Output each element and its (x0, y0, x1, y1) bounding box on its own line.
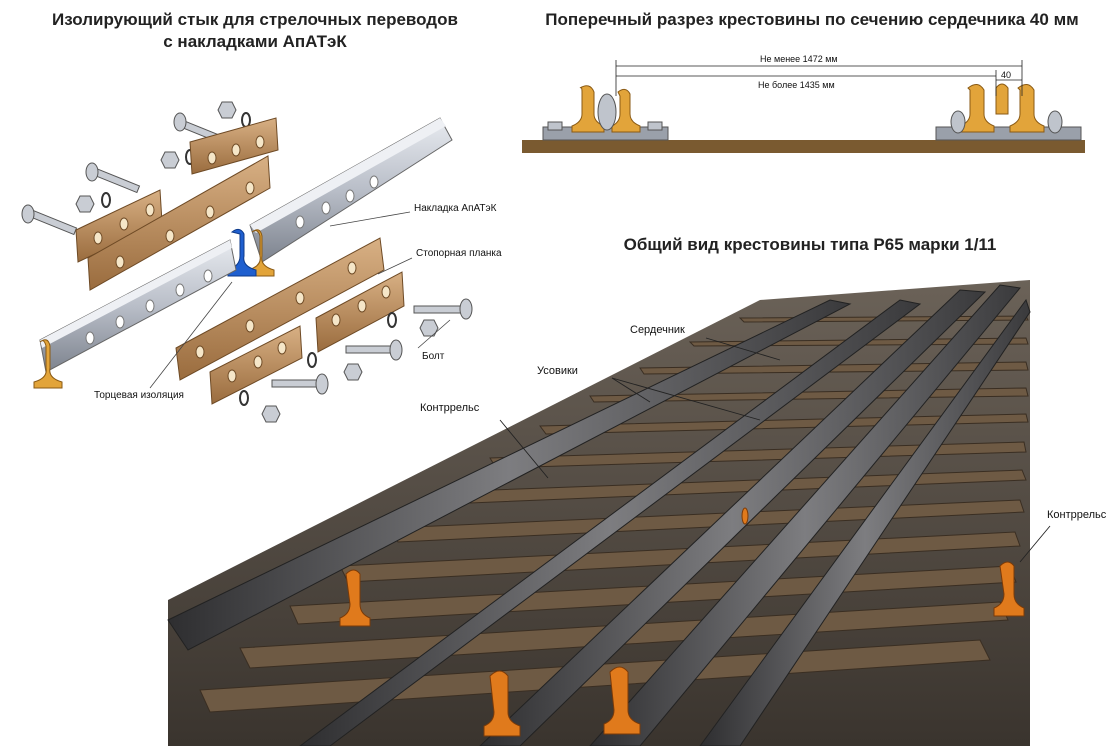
label-bolt: Болт (422, 351, 445, 362)
washers-right (239, 312, 397, 406)
joint-title-line2: с накладками АпАТэК (163, 32, 347, 51)
end-insulation (227, 228, 257, 277)
rail-cuts (339, 507, 1025, 737)
pads-front (175, 237, 405, 405)
label-core: Сердечник (630, 324, 685, 336)
label-wings: Усовики (537, 365, 578, 377)
bolts-left (21, 101, 237, 236)
joint-title-line1: Изолирующий стык для стрелочных переводо… (52, 10, 458, 29)
label-stop-plate: Стопорная планка (416, 248, 502, 259)
bolts-right (261, 298, 473, 423)
pads-back (75, 117, 279, 291)
label-guard-rail-left: Контррельс (420, 402, 480, 414)
dimension-lines (615, 60, 1023, 96)
label-pad: Накладка АпАТэК (414, 203, 497, 214)
joint-leader-lines (149, 211, 451, 389)
rail-right (247, 117, 453, 277)
rail-left (33, 239, 237, 389)
insulated-joint-drawing (21, 101, 473, 423)
frog-rails (167, 284, 1031, 746)
label-guard-rail-right: Контррельс (1047, 509, 1107, 521)
frog-drawing (167, 280, 1051, 746)
dim-small-label: 40 (1001, 70, 1012, 80)
label-end-insulation: Торцевая изоляция (94, 390, 184, 401)
frog-title: Общий вид крестовины типа Р65 марки 1/11 (623, 235, 997, 254)
section-title: Поперечный разрез крестовины по сечению … (545, 10, 1079, 29)
frog-leader-lines (499, 337, 1051, 563)
dim-max-label: Не более 1435 мм (758, 80, 835, 90)
cross-section-drawing (522, 60, 1085, 153)
dim-min-label: Не менее 1472 мм (760, 54, 838, 64)
ground-strip (522, 140, 1085, 153)
